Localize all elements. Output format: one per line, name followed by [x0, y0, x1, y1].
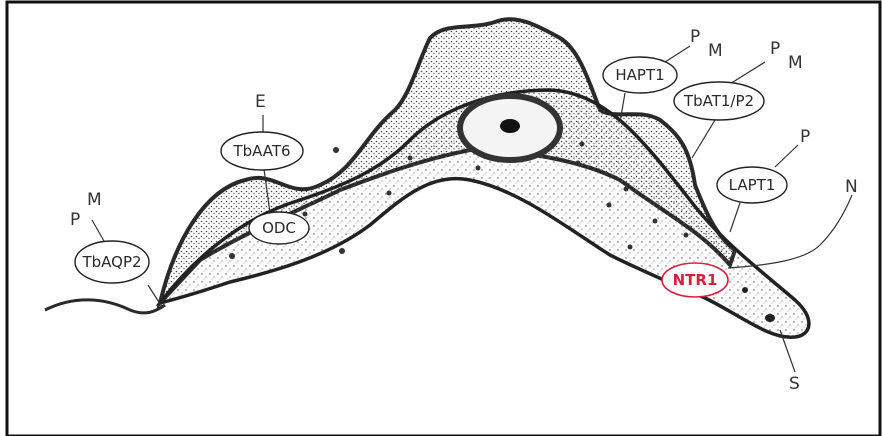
letter-n: N [845, 177, 858, 197]
odc-label: ODC [262, 219, 296, 237]
letter-s: S [789, 374, 800, 394]
kinetoplast [765, 314, 775, 322]
letter-m-hapt1: M [708, 41, 723, 61]
letter-p-left: P [70, 210, 80, 230]
tbaqp2-label: TbAQP2 [81, 253, 141, 271]
letter-e: E [255, 92, 266, 112]
posterior-dot [742, 287, 748, 293]
letter-m-tbat1: M [788, 53, 803, 73]
letter-m-left: M [87, 190, 102, 210]
letter-p-tbat1: P [770, 39, 780, 59]
letter-p-lapt1: P [800, 127, 810, 147]
ntr1-label: NTR1 [673, 271, 718, 289]
tbaat6-label: TbAAT6 [232, 142, 290, 160]
hapt1-label: HAPT1 [615, 66, 664, 84]
lapt1-label: LAPT1 [729, 176, 776, 194]
tbat1-label: TbAT1/P2 [683, 92, 754, 110]
nucleolus [500, 119, 520, 133]
letter-p-hapt1: P [690, 27, 700, 47]
